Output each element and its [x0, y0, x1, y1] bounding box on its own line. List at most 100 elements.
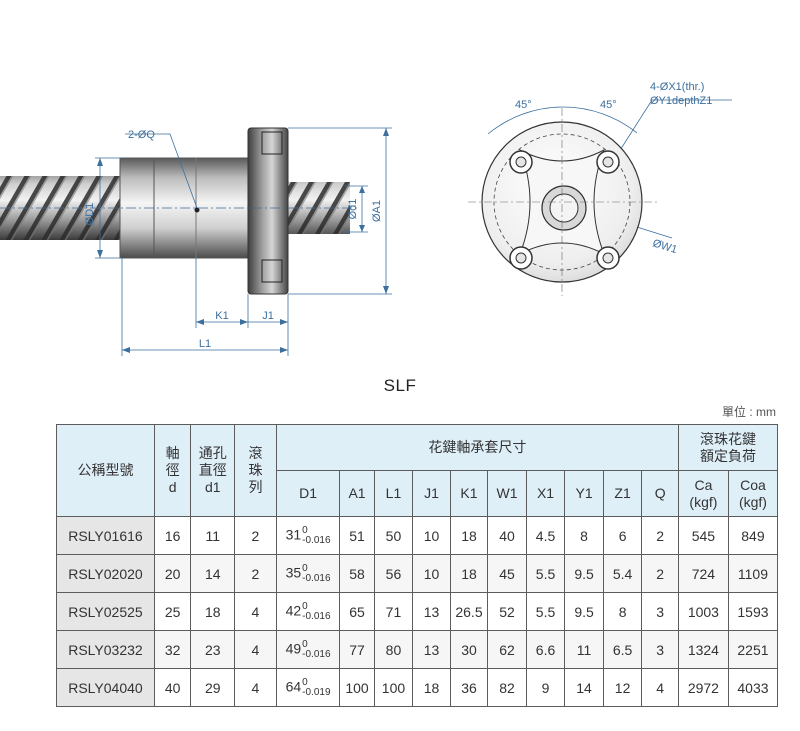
bolt-circle-label: ØW1 [651, 237, 678, 256]
header-load-rating: 滾珠花鍵 額定負荷 [677, 424, 779, 471]
hole-label: 2-ØQ [128, 129, 155, 141]
cell-Y1: 14 [564, 668, 604, 707]
header-J1: J1 [412, 470, 451, 517]
dimension-lines [95, 99, 732, 356]
cell-W1: 62 [487, 630, 527, 669]
cell-ca: 1003 [677, 592, 729, 631]
model-title: SLF [383, 376, 417, 395]
cell-d1: 11 [190, 516, 236, 555]
cell-d: 32 [153, 630, 192, 669]
angle-left-label: 45° [515, 99, 532, 111]
bore-diameter-label: Ød1 [347, 199, 359, 220]
cell-d1: 14 [190, 554, 236, 593]
header-ball-rows: 滾 珠 列 [234, 424, 277, 517]
dimension-arrows [97, 128, 389, 353]
cell-A1: 65 [339, 592, 375, 631]
technical-drawing: 2-ØQ ØD1 Ød1 ØA1 K1 J1 L1 45° 45° 4-ØX1(… [0, 81, 732, 356]
cell-Z1: 12 [602, 668, 643, 707]
cell-K1: 18 [449, 516, 489, 555]
cell-ca: 724 [677, 554, 729, 593]
header-Y1: Y1 [564, 470, 604, 517]
outer-diameter-label: ØD1 [84, 203, 96, 226]
cell-model: RSLY02525 [56, 592, 155, 631]
cell-X1: 6.6 [525, 630, 566, 669]
header-ca: Ca (kgf) [677, 470, 729, 517]
cell-L1: 50 [373, 516, 414, 555]
cell-ball-rows: 2 [234, 516, 277, 555]
cell-coa: 1109 [727, 554, 779, 593]
cell-J1: 10 [412, 554, 451, 593]
cell-Z1: 5.4 [602, 554, 643, 593]
cell-X1: 5.5 [525, 592, 566, 631]
cell-coa: 1593 [727, 592, 779, 631]
cell-A1: 58 [339, 554, 375, 593]
nut-flange [247, 127, 289, 295]
cell-Q: 2 [641, 554, 679, 593]
cell-model: RSLY04040 [56, 668, 155, 707]
header-Q: Q [641, 470, 679, 517]
cell-W1: 45 [487, 554, 527, 593]
cell-ball-rows: 4 [234, 592, 277, 631]
cell-Q: 4 [641, 668, 679, 707]
header-A1: A1 [339, 470, 375, 517]
cell-Y1: 9.5 [564, 592, 604, 631]
cell-coa: 2251 [727, 630, 779, 669]
holes-label-line1: 4-ØX1(thr.) [650, 81, 704, 93]
cell-L1: 80 [373, 630, 414, 669]
cell-K1: 26.5 [449, 592, 489, 631]
cell-d1: 29 [190, 668, 236, 707]
cell-K1: 36 [449, 668, 489, 707]
k1-label: K1 [215, 310, 228, 322]
cell-ca: 2972 [677, 668, 729, 707]
cell-model: RSLY02020 [56, 554, 155, 593]
cell-d: 16 [153, 516, 192, 555]
cell-Q: 3 [641, 630, 679, 669]
spec-table: 公稱型號 軸 徑 d 通孔 直徑 d1 滾 珠 列 花鍵軸承套尺寸 滾珠花鍵 額… [56, 424, 779, 707]
angle-right-label: 45° [600, 99, 617, 111]
cell-ball-rows: 2 [234, 554, 277, 593]
cell-Z1: 8 [602, 592, 643, 631]
cell-ball-rows: 4 [234, 668, 277, 707]
header-bore-diameter: 通孔 直徑 d1 [190, 424, 236, 517]
cell-K1: 18 [449, 554, 489, 593]
cell-K1: 30 [449, 630, 489, 669]
unit-label: 單位 : mm [722, 405, 776, 419]
cell-Z1: 6.5 [602, 630, 643, 669]
cell-d1: 18 [190, 592, 236, 631]
holes-label-line2: ØY1depthZ1 [650, 95, 712, 107]
header-X1: X1 [525, 470, 566, 517]
cell-X1: 9 [525, 668, 566, 707]
cell-W1: 40 [487, 516, 527, 555]
cell-X1: 5.5 [525, 554, 566, 593]
cell-J1: 18 [412, 668, 451, 707]
flange-diameter-label: ØA1 [371, 200, 383, 222]
header-model: 公稱型號 [56, 424, 155, 517]
cell-model: RSLY01616 [56, 516, 155, 555]
cell-X1: 4.5 [525, 516, 566, 555]
header-nut-dimensions: 花鍵軸承套尺寸 [275, 424, 679, 471]
front-view [468, 108, 660, 296]
cell-d: 20 [153, 554, 192, 593]
cell-Y1: 11 [564, 630, 604, 669]
header-D1: D1 [275, 470, 341, 517]
header-Z1: Z1 [602, 470, 643, 517]
lube-hole [194, 207, 200, 213]
cell-ball-rows: 4 [234, 630, 277, 669]
header-shaft-diameter: 軸 徑 d [153, 424, 192, 517]
cell-coa: 4033 [727, 668, 779, 707]
cell-d: 25 [153, 592, 192, 631]
cell-A1: 77 [339, 630, 375, 669]
header-W1: W1 [487, 470, 527, 517]
cell-ca: 545 [677, 516, 729, 555]
header-K1: K1 [449, 470, 489, 517]
cell-A1: 51 [339, 516, 375, 555]
